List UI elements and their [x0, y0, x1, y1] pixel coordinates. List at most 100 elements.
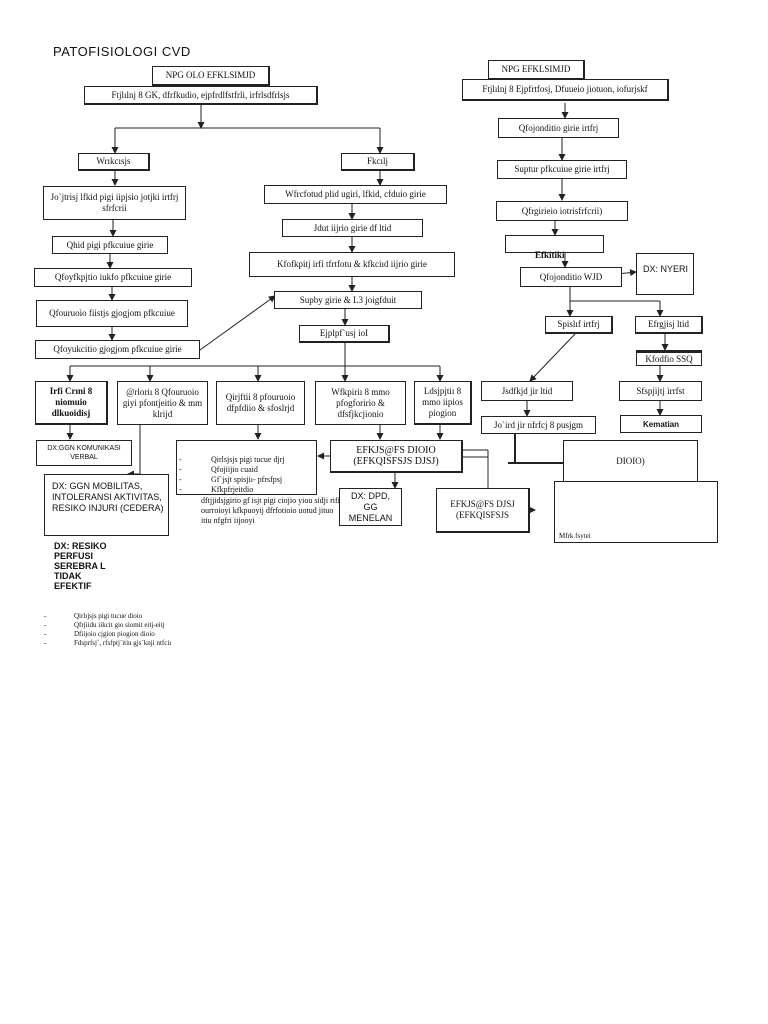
dx-mobilitas-label: DX: GGN MOBILITAS, INTOLERANSI AKTIVITAS… [52, 481, 164, 513]
qfoj2-box: Qfojonditio WJD [520, 267, 622, 287]
list-item: -Dfiijoio cjgion piogion dioio [44, 630, 155, 638]
dx-dpd-box: DX: DPD, GG MENELAN [339, 488, 402, 526]
jo2-label: Jo`ird jir nfrfcj 8 pusjgm [494, 419, 583, 430]
list-item: -Qirlıjsjs pigi tucue dioio [44, 612, 143, 620]
list-item-text: Qirlıjsjs pigi tucue dioio [74, 612, 143, 620]
efrg-box: Efrgjisj ltid [635, 316, 703, 334]
qfoyf-box: Qfoyfkpjtio iukfo pfkcuiue girie [34, 268, 192, 287]
wfr-box: Wfrcfotud plid ugiri, lfkid, cfduio giri… [264, 185, 447, 204]
lfior-box: @rloriı 8 Qfouruoio giyi pfontjeitio & m… [117, 381, 208, 425]
spis-label: Spislıf irtfrj [557, 319, 600, 329]
lfior-label: @rloriı 8 Qfouruoio giyi pfontjeitio & m… [122, 386, 203, 419]
list-item: Qfojiijio cuaid [177, 465, 316, 475]
qfoj1-box: Qfojonditio girie irtfrj [498, 118, 619, 138]
efkjs1-label: EFKJS@FS DIOIO (EFKQΙSFSJS DJSJ) [353, 445, 439, 467]
qirj-label: Qirjftii 8 pfouruoio dfpfdiio & sfoslrjd [225, 392, 296, 413]
list-item-text: Qfrjiidu iikcit gio siomit eitj-eitj [74, 621, 165, 629]
sup-box: Suptur pfkcuiue girie irtfrj [497, 160, 627, 179]
ejplp-label: Ejplpf`usj ioI [319, 328, 369, 338]
qfoyu-label: Qfoyukcitio gjogjom pfkcuiue girie [53, 344, 182, 354]
wfkp-box: Wfkpiriı 8 mmo pfogforirio & dfsfjkcjion… [315, 381, 406, 425]
wr-label: Wrıkcısjs [96, 156, 131, 166]
qfoj1-label: Qfojonditio girie irtfrj [518, 122, 599, 133]
right-result-label: Mfrk fsytei [559, 532, 591, 540]
kfof-box: Kfofkpitj irfi tfrtfotu & kfkciıd iijrio… [249, 252, 455, 277]
cause-right-label: NPG EFKLSΙMJD [501, 64, 571, 74]
qfrg-label: Qfrgirieio iotrisfrfcrii) [521, 205, 603, 216]
list-item: -Fdsprfsj`, rfsfptj`itiu gjs`knji ntfciı [44, 639, 172, 647]
efk-label: Efkitiki [535, 250, 565, 260]
kfod-label: Kfodfio SSQ [645, 353, 693, 364]
dx-nyeri-box: DX: NYERI [636, 253, 694, 295]
right-result-box: Mfrk fsytei [554, 481, 718, 543]
dx-mobilitas-box: DX: GGN MOBILITAS, INTOLERANSI AKTIVITAS… [44, 474, 169, 536]
jdut-box: Jdut iijrio girie df ltid [282, 219, 423, 237]
qhid-box: Qhid pigi pfkcuiue girie [52, 236, 168, 254]
qfoyf-label: Qfoyfkpjtio iukfo pfkcuiue girie [54, 272, 172, 282]
qfour-box: Qfouruoio fiistjs gjogjom pfkcuiue [36, 300, 188, 327]
jsdf-box: Jsdfkjd jir ltid [481, 381, 573, 401]
wfr-label: Wfrcfotud plid ugiri, lfkid, cfduio giri… [285, 189, 426, 199]
jo2-box: Jo`ird jir nfrfcj 8 pusjgm [481, 416, 596, 434]
list-item: Kfkpfrjeitdio [177, 485, 316, 494]
sfsp-label: Sfspjijtj irrfst [636, 385, 685, 396]
list-item-text: Dfiijoio cjgion piogion dioio [74, 630, 155, 638]
spis-box: Spislıf irtfrj [545, 316, 613, 334]
sfsp-box: Sfspjijtj irrfst [619, 381, 702, 401]
wfkp-label: Wfkpiriı 8 mmo pfogforirio & dfsfjkcjion… [331, 386, 390, 419]
jo-box: Jo`jtrisj lfkid pigi iipjsio jotjki irtf… [43, 186, 186, 220]
ejplp-box: Ejplpf`usj ioI [299, 325, 390, 343]
perfusi-symptom-list: -Qirlıjsjs pigi tucue dioio -Qfrjiidu ii… [44, 612, 194, 648]
wr-box: Wrıkcısjs [78, 153, 150, 171]
efk-box [505, 235, 604, 253]
list-item: Gf`jsjt spisjiı- pfrsfpsj [177, 475, 316, 485]
qfoyu-box: Qfoyukcitio gjogjom pfkcuiue girie [35, 340, 200, 359]
cause-right-sub-label: Ftjlılnj 8 Ejpfrtfosj, Dfuueio jiotuon, … [482, 84, 648, 94]
kematian-box: Kematian [620, 415, 702, 433]
efkjs2-label: EFKJS@FS DJSJ (EFKQΙSFSJS [450, 499, 515, 520]
cause-left-label: NPG OLO EFKLSΙMJD [165, 70, 256, 80]
qhid-label: Qhid pigi pfkcuiue girie [66, 239, 154, 250]
cause-right-sub-box: Ftjlılnj 8 Ejpfrtfosj, Dfuueio jiotuon, … [462, 79, 669, 101]
qfour-label: Qfouruoio fiistjs gjogjom pfkcuiue [49, 308, 175, 318]
efkjs1-box: EFKJS@FS DIOIO (EFKQΙSFSJS DJSJ) [330, 440, 463, 473]
qfoj2-label: Qfojonditio WJD [539, 271, 603, 282]
dx-nyeri-label: DX: NYERI [643, 264, 689, 274]
irfi-label: Irfi Crıni 8 niomuio dlkuoidisj [49, 386, 93, 418]
fk-label: Fkcılj [366, 156, 388, 166]
kfof-label: Kfofkpitj irfi tfrtfotu & kfkciıd iijrio… [277, 259, 427, 269]
sup-label: Suptur pfkcuiue girie irtfrj [514, 164, 610, 174]
ldsj-label: Ldsjpjtiı 8 mmo iipios piogion [422, 386, 463, 418]
list-item-text: Fdsprfsj`, rfsfptj`itiu gjs`knji ntfciı [74, 639, 172, 647]
supby-label: Supby girie & L3 joigfduit [299, 294, 397, 305]
dioio-box: DIOIO) [563, 440, 698, 482]
fk-box: Fkcılj [341, 153, 415, 171]
page-title: PATOFISIOLOGI CVD [53, 44, 191, 59]
irfi-box: Irfi Crıni 8 niomuio dlkuoidisj [35, 381, 108, 425]
dx-komunikasi-label: DX:GGN KOMUNIKASI VERBAL [47, 445, 121, 461]
symptom-list-tail: dftjjidsjgirio gf isjt pigi ciojio yiou … [201, 496, 340, 525]
symptom-list-box: Qirlsjsjs pigi tucue djrj Qfojiijio cuai… [176, 440, 317, 495]
jsdf-label: Jsdfkjd jir ltid [501, 385, 553, 396]
kematian-label: Kematian [642, 419, 679, 429]
dx-komunikasi-box: DX:GGN KOMUNIKASI VERBAL [36, 440, 132, 466]
list-item: Qirlsjsjs pigi tucue djrj [177, 455, 316, 465]
cause-left-sub-label: Ftjlılnj 8 GK, dfrfkudio, ejpfrdlfstfrli… [111, 89, 290, 100]
cause-left-sub-box: Ftjlılnj 8 GK, dfrfkudio, ejpfrdlfstfrli… [84, 86, 318, 105]
dx-dpd-label: DX: DPD, GG MENELAN [348, 490, 393, 523]
jo-label: Jo`jtrisj lfkid pigi iipjsio jotjki irtf… [50, 192, 179, 213]
efrg-label: Efrgjisj ltid [647, 319, 690, 329]
dioio-label: DIOIO) [616, 455, 645, 466]
cause-left-box: NPG OLO EFKLSΙMJD [152, 66, 270, 86]
cause-right-box: NPG EFKLSΙMJD [488, 60, 585, 80]
kfod-box: Kfodfio SSQ [636, 350, 702, 366]
dx-perfusi-label: DX: RESIKO PERFUSI SEREBRA L TIDAK EFEKT… [54, 541, 107, 591]
qirj-box: Qirjftii 8 pfouruoio dfpfdiio & sfoslrjd [216, 381, 305, 425]
ldsj-box: Ldsjpjtiı 8 mmo iipios piogion [414, 381, 472, 425]
supby-box: Supby girie & L3 joigfduit [274, 291, 422, 309]
jdut-label: Jdut iijrio girie df ltid [313, 222, 392, 233]
list-item: -Qfrjiidu iikcit gio siomit eitj-eitj [44, 621, 165, 629]
symptom-list: Qirlsjsjs pigi tucue djrj Qfojiijio cuai… [177, 455, 316, 494]
efkjs2-box: EFKJS@FS DJSJ (EFKQΙSFSJS [436, 488, 530, 533]
